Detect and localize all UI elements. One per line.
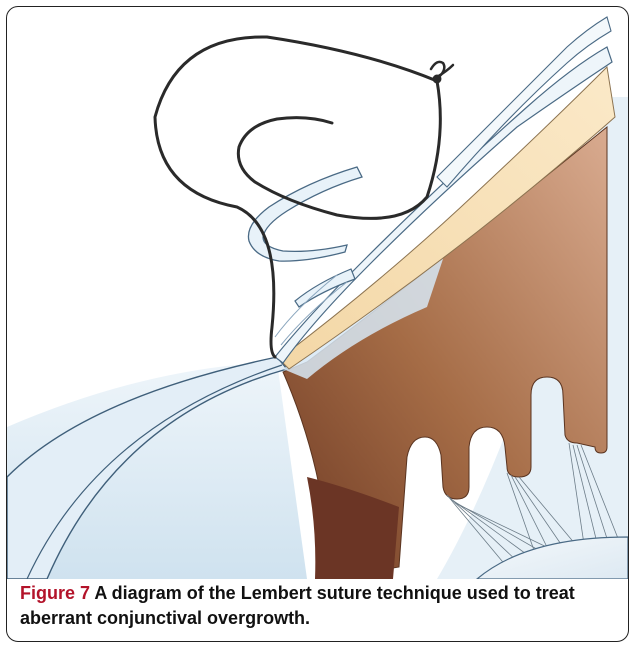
overgrowth-flap <box>248 167 362 261</box>
lembert-suture-diagram <box>7 7 628 579</box>
suture-knot <box>431 62 453 82</box>
figure-caption-text: A diagram of the Lembert suture techniqu… <box>20 583 575 628</box>
figure-frame: Figure 7 A diagram of the Lembert suture… <box>6 6 629 642</box>
figure-label: Figure 7 <box>20 583 90 603</box>
figure-caption: Figure 7 A diagram of the Lembert suture… <box>20 581 620 631</box>
